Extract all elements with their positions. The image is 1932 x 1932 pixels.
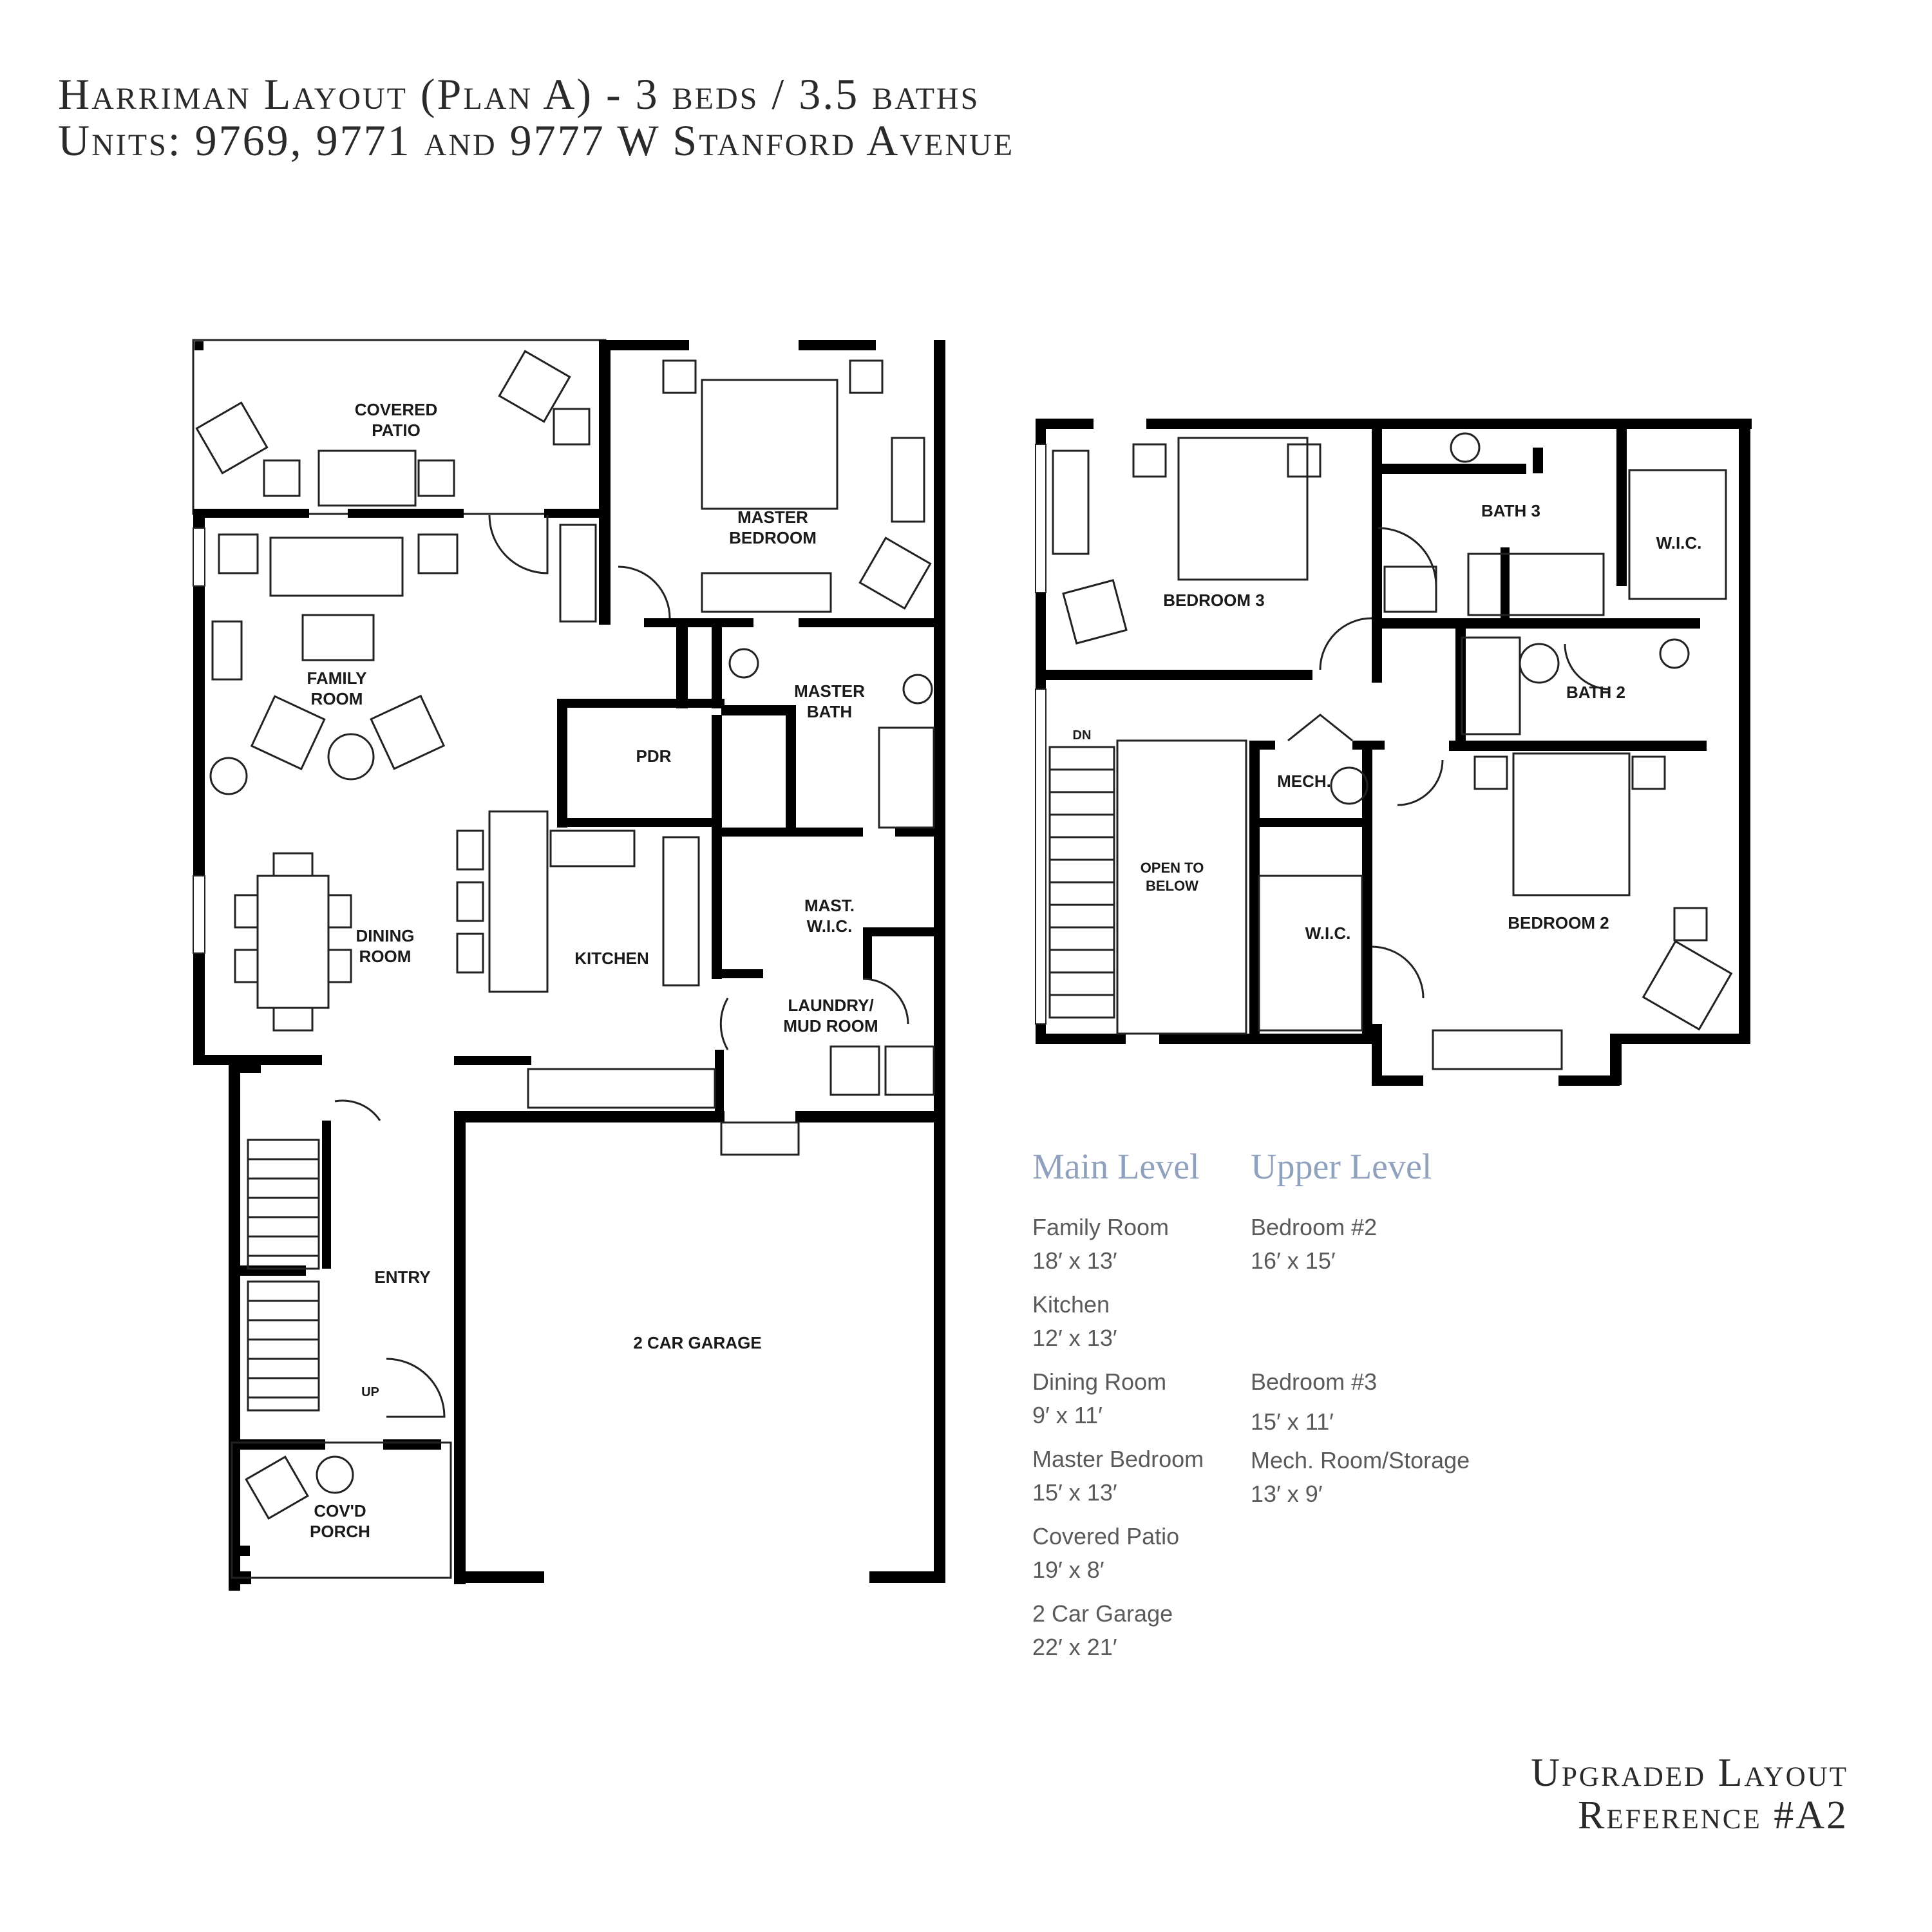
label-dining-room-1: DINING bbox=[356, 926, 415, 945]
legend-item-size: 18′ x 13′ bbox=[1032, 1247, 1117, 1274]
legend-item-name: Bedroom #3 bbox=[1251, 1368, 1378, 1395]
label-dining-room-2: ROOM bbox=[359, 947, 412, 966]
legend-item-name: 2 Car Garage bbox=[1032, 1600, 1173, 1627]
label-family-room-1: FAMILY bbox=[307, 668, 367, 688]
legend-main-heading: Main Level bbox=[1032, 1147, 1200, 1187]
label-master-bedroom-2: BEDROOM bbox=[729, 528, 817, 547]
plan-title: Harriman Layout (Plan A) - 3 beds / 3.5 … bbox=[58, 70, 980, 118]
legend-item-name: Dining Room bbox=[1032, 1368, 1167, 1395]
main-east-wall bbox=[934, 340, 945, 1583]
legend-item-name: Master Bedroom bbox=[1032, 1446, 1204, 1472]
upper-level-plan bbox=[1035, 419, 1752, 1086]
legend-item-size: 15′ x 11′ bbox=[1251, 1408, 1334, 1435]
legend-main-level: Main Level Family Room 18′ x 13′ Kitchen… bbox=[1032, 1146, 1204, 1660]
main-level-doors bbox=[334, 515, 909, 1418]
label-open-to-below-2: BELOW bbox=[1146, 878, 1198, 894]
label-entry: ENTRY bbox=[374, 1267, 430, 1287]
main-level-plan bbox=[192, 339, 945, 1591]
legend-item-size: 15′ x 13′ bbox=[1032, 1479, 1117, 1506]
units-subtitle: Units: 9769, 9771 and 9777 W Stanford Av… bbox=[58, 116, 1015, 165]
legend-upper-level: Upper Level Bedroom #2 16′ x 15′ Bedroom… bbox=[1251, 1146, 1470, 1507]
legend-item-name: Family Room bbox=[1032, 1214, 1170, 1240]
reference-block: Upgraded Layout Reference #A2 bbox=[1531, 1752, 1848, 1837]
label-family-room-2: ROOM bbox=[311, 689, 363, 708]
main-level-furniture bbox=[195, 350, 935, 1520]
legend-item-name: Mech. Room/Storage bbox=[1251, 1447, 1470, 1473]
upper-stairs bbox=[1048, 739, 1247, 1035]
label-bedroom-2: BEDROOM 2 bbox=[1508, 913, 1609, 933]
label-bath-3: BATH 3 bbox=[1481, 501, 1540, 520]
label-laundry-2: MUD ROOM bbox=[783, 1016, 878, 1036]
label-laundry-1: LAUNDRY/ bbox=[788, 996, 873, 1015]
label-pdr: PDR bbox=[636, 746, 672, 766]
label-covered-patio-2: PATIO bbox=[372, 421, 421, 440]
legend-item-name: Bedroom #2 bbox=[1251, 1214, 1378, 1240]
legend-item-size: 13′ x 9′ bbox=[1251, 1481, 1323, 1507]
legend-item-size: 19′ x 8′ bbox=[1032, 1557, 1104, 1583]
label-mech: MECH. bbox=[1277, 772, 1331, 791]
legend-item-size: 22′ x 21′ bbox=[1032, 1634, 1117, 1660]
label-wic-mid: W.I.C. bbox=[1305, 923, 1351, 943]
legend-upper-heading: Upper Level bbox=[1251, 1147, 1432, 1187]
label-open-to-below-1: OPEN TO bbox=[1141, 860, 1204, 876]
label-mast-wic-2: W.I.C. bbox=[807, 916, 853, 936]
legend-item-size: 16′ x 15′ bbox=[1251, 1247, 1336, 1274]
title-block: Harriman Layout (Plan A) - 3 beds / 3.5 … bbox=[58, 71, 1014, 164]
legend-item-size: 9′ x 11′ bbox=[1032, 1402, 1103, 1428]
entry-stairs bbox=[247, 1139, 320, 1412]
label-bedroom-3: BEDROOM 3 bbox=[1163, 591, 1264, 610]
label-wic-right: W.I.C. bbox=[1656, 533, 1702, 553]
upper-east-wall bbox=[1739, 419, 1750, 1043]
upper-level-doors bbox=[1287, 527, 1611, 999]
label-dn: DN bbox=[1073, 728, 1092, 743]
label-kitchen: KITCHEN bbox=[574, 949, 649, 968]
label-bath-2: BATH 2 bbox=[1566, 683, 1625, 702]
legend-item-name: Covered Patio bbox=[1032, 1523, 1180, 1549]
label-covered-patio-1: COVERED bbox=[355, 400, 438, 419]
upgraded-layout-label: Upgraded Layout bbox=[1531, 1751, 1848, 1795]
reference-number: Reference #A2 bbox=[1577, 1794, 1848, 1837]
main-west-wall bbox=[193, 509, 205, 1063]
label-master-bedroom-1: MASTER bbox=[737, 507, 808, 527]
label-master-bath-1: MASTER bbox=[794, 681, 865, 701]
label-garage: 2 CAR GARAGE bbox=[633, 1333, 761, 1352]
legend-item-size: 12′ x 13′ bbox=[1032, 1325, 1117, 1351]
label-master-bath-2: BATH bbox=[807, 702, 852, 721]
legend-item-name: Kitchen bbox=[1032, 1291, 1110, 1318]
label-porch-1: COV'D bbox=[314, 1501, 366, 1520]
label-mast-wic-1: MAST. bbox=[804, 896, 855, 915]
upper-level-furniture bbox=[1052, 432, 1733, 1070]
label-up: UP bbox=[361, 1385, 379, 1399]
label-porch-2: PORCH bbox=[310, 1522, 370, 1541]
